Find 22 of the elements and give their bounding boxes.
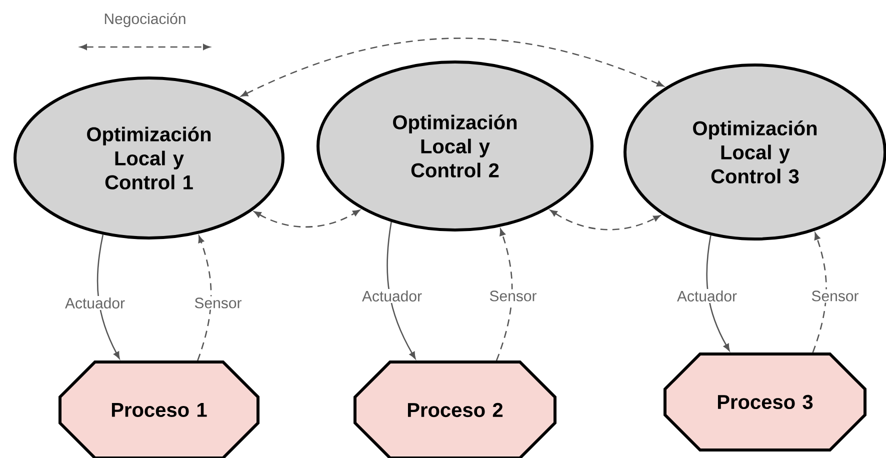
edge-label: Sensor — [810, 289, 860, 303]
arrow — [386, 222, 416, 359]
ellipse-node: Optimización Local y Control 1 — [14, 76, 284, 240]
arrow — [96, 234, 120, 359]
octagon-node: Proceso 3 — [664, 352, 866, 452]
arrow — [254, 210, 360, 228]
legend-label: Negociación — [104, 12, 186, 28]
arrow — [240, 38, 664, 97]
ellipse-node: Optimización Local y Control 2 — [316, 60, 594, 232]
arrow — [550, 210, 660, 230]
edge-label: Sensor — [488, 289, 538, 303]
ellipse-node: Optimización Local y Control 3 — [624, 64, 886, 240]
edge-label: Actuador — [63, 296, 127, 310]
arrow — [706, 235, 730, 351]
edge-label: Actuador — [360, 289, 424, 303]
arrow — [812, 232, 827, 353]
arrow — [496, 228, 513, 361]
arrow — [197, 236, 212, 361]
octagon-node: Proceso 2 — [354, 360, 556, 458]
octagon-node: Proceso 1 — [58, 360, 260, 458]
edge-label: Actuador — [676, 289, 739, 303]
edge-label: Sensor — [192, 296, 244, 310]
